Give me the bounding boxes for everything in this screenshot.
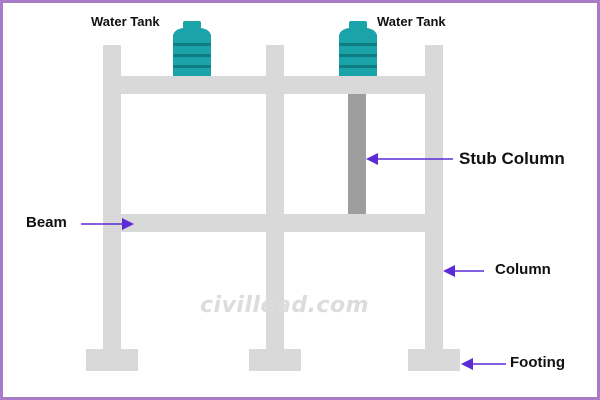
column-right bbox=[425, 45, 443, 355]
column-left bbox=[103, 45, 121, 355]
footing-label: Footing bbox=[510, 354, 565, 371]
water-tank-icon bbox=[173, 21, 377, 76]
floor-beam bbox=[121, 214, 425, 232]
water-tank-icon bbox=[173, 21, 211, 76]
water-tank-icon bbox=[339, 21, 377, 76]
column-middle bbox=[266, 45, 284, 355]
stub-column-label: Stub Column bbox=[459, 149, 565, 168]
footing-right bbox=[408, 349, 460, 371]
footing-middle bbox=[249, 349, 301, 371]
water-tank-label-right: Water Tank bbox=[377, 14, 446, 29]
footing-left bbox=[86, 349, 138, 371]
beam-label: Beam bbox=[26, 214, 67, 231]
stub-column bbox=[348, 94, 366, 214]
water-tank-label-left: Water Tank bbox=[91, 14, 160, 29]
roof-beam bbox=[121, 76, 425, 94]
column-label: Column bbox=[495, 261, 551, 278]
watermark: civillead.com bbox=[200, 293, 369, 318]
